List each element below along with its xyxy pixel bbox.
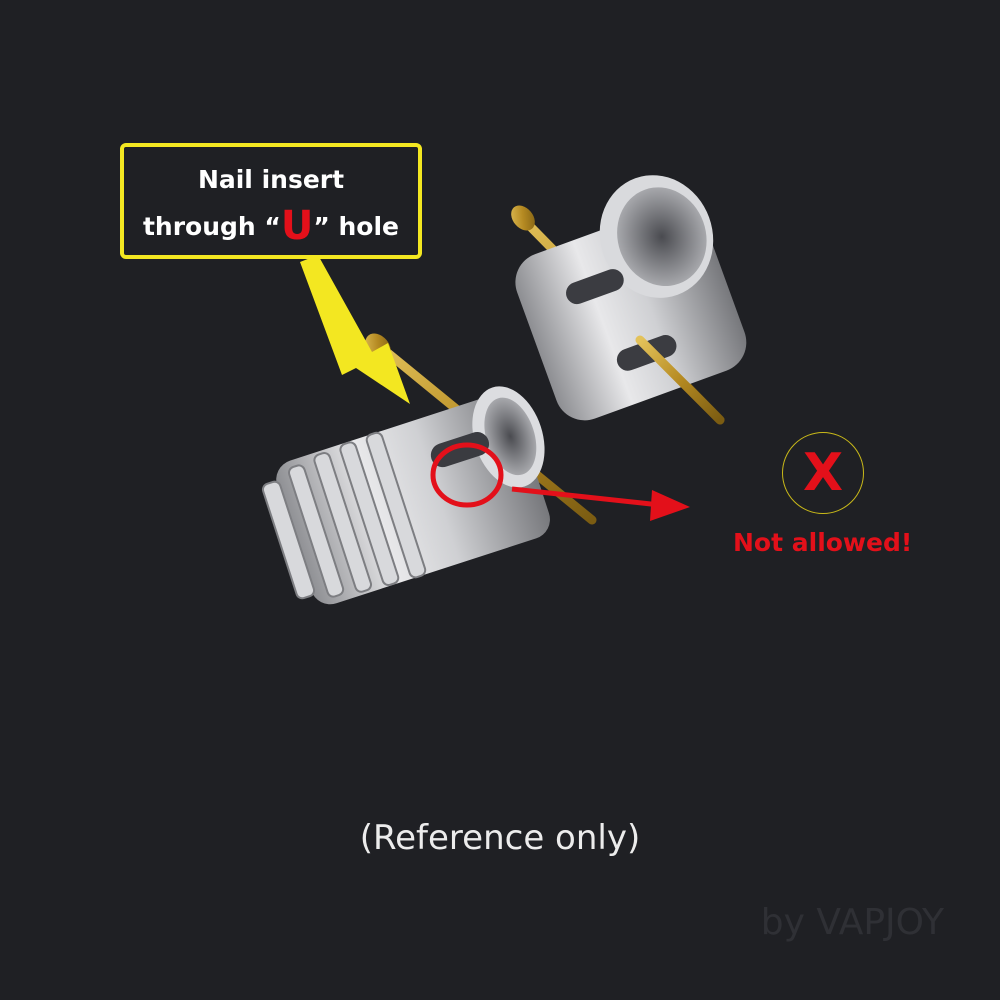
callout-line-1: Nail insert bbox=[197, 165, 345, 194]
brand-watermark: by VAPJOY bbox=[760, 902, 944, 943]
not-allowed-label: Not allowed! bbox=[733, 528, 913, 557]
nail-head-right bbox=[511, 205, 535, 231]
instruction-callout: Nail insert through “U” hole bbox=[120, 143, 422, 259]
reference-note: (Reference only) bbox=[359, 818, 641, 858]
highlight-circle-icon bbox=[430, 442, 504, 508]
callout-letter-u: U bbox=[280, 203, 314, 249]
coil-part bbox=[261, 333, 597, 605]
callout-text-pre: through “ bbox=[142, 212, 281, 241]
callout-line-2: through “U” hole bbox=[124, 203, 418, 249]
pointer-arrow-icon bbox=[300, 255, 410, 404]
direction-arrow-icon bbox=[511, 486, 690, 521]
callout-text-post: ” hole bbox=[313, 212, 399, 241]
x-mark-icon: X bbox=[782, 432, 864, 514]
sleeve-part bbox=[511, 175, 747, 425]
